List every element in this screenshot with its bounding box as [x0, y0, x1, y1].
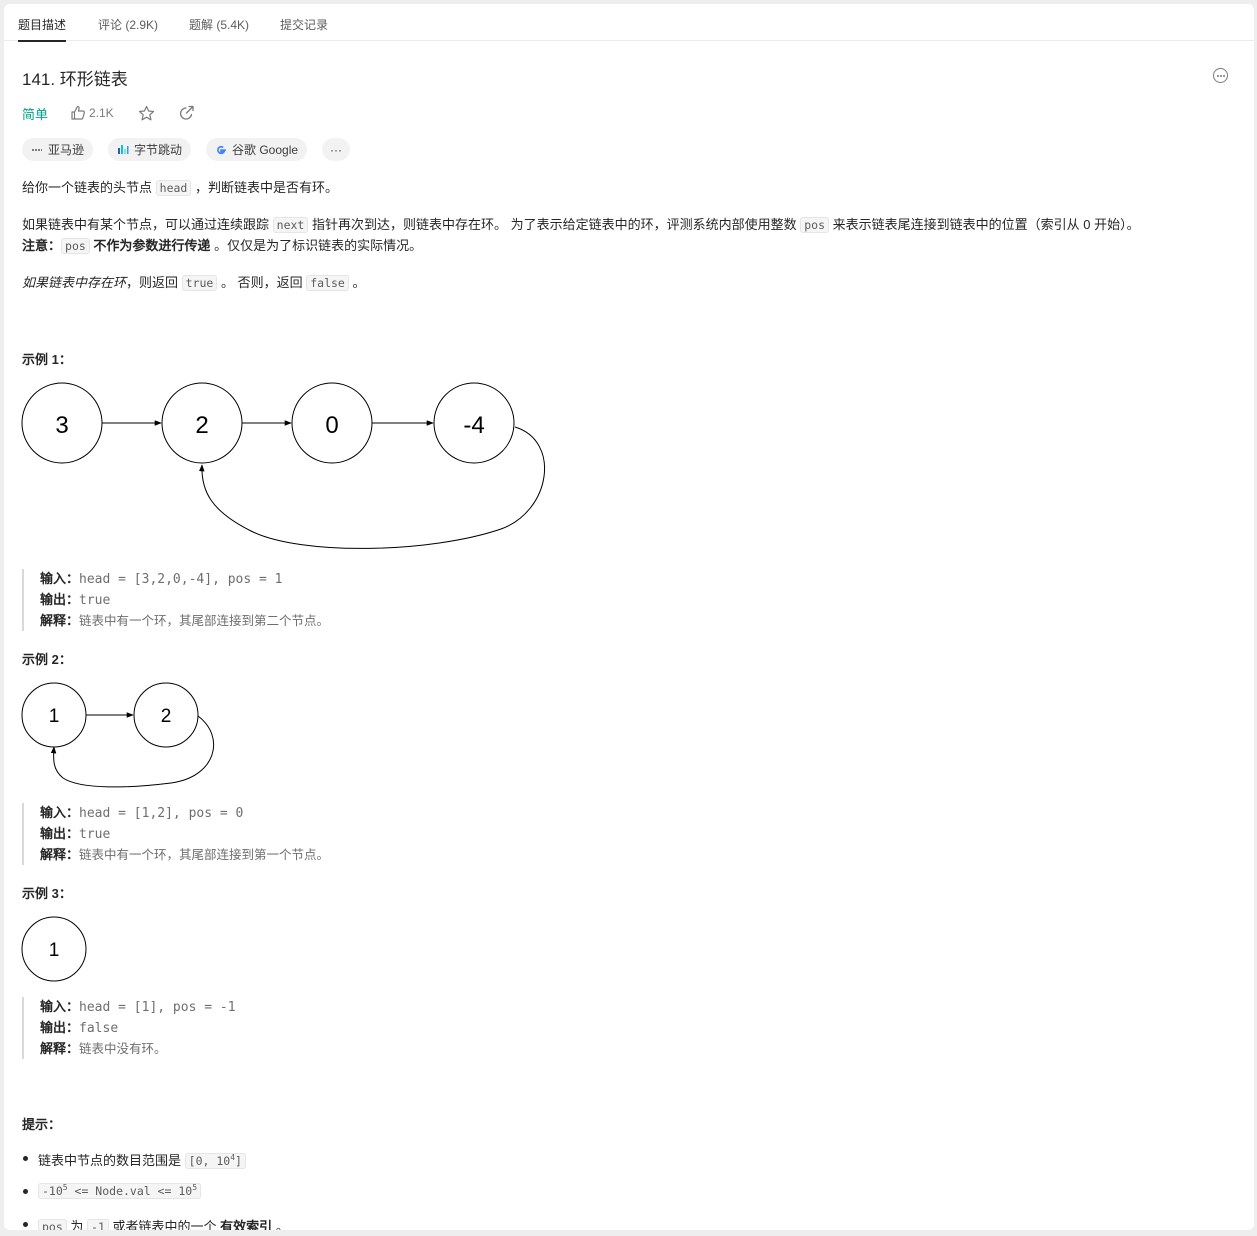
- tag-label: 字节跳动: [134, 143, 183, 157]
- example-2-io: 输入：head = [1,2], pos = 0 输出：true 解释：链表中有…: [22, 803, 329, 865]
- node-value: 2: [195, 412, 208, 439]
- node-value: -4: [463, 412, 484, 439]
- tab-comments[interactable]: 评论 (2.9K): [98, 18, 159, 32]
- hints-heading: 提示：: [22, 1117, 62, 1132]
- problem-panel: 题目描述 评论 (2.9K) 题解 (5.4K) 提交记录 141. 环形链表 …: [4, 4, 1254, 1230]
- like-button[interactable]: 2.1K: [70, 104, 114, 122]
- star-icon: [138, 105, 155, 120]
- ellipsis-icon: ···: [330, 142, 342, 157]
- tab-submissions[interactable]: 提交记录: [280, 18, 329, 32]
- example-1-heading: 示例 1：: [22, 352, 72, 367]
- description-paragraph-2: 如果链表中有某个节点，可以通过连续跟踪 next 指针再次到达，则链表中存在环。…: [22, 217, 1140, 233]
- tab-solutions[interactable]: 题解 (5.4K): [189, 18, 250, 32]
- example-1-io: 输入：head = [3,2,0,-4], pos = 1 输出：true 解释…: [22, 569, 329, 631]
- node-value: 0: [325, 412, 338, 439]
- hint-item: -105 <= Node.val <= 105: [22, 1183, 202, 1199]
- more-tags-button[interactable]: ···: [322, 138, 350, 161]
- node-value: 2: [161, 706, 172, 727]
- tag-label: 谷歌 Google: [232, 143, 299, 157]
- tag-label: 亚马逊: [48, 143, 85, 157]
- share-button[interactable]: [178, 104, 195, 122]
- description-paragraph-3: 如果链表中存在环，则返回 true 。 否则，返回 false 。: [22, 275, 366, 291]
- difficulty-badge: 简单: [22, 106, 49, 122]
- hint-item: 链表中节点的数目范围是 [0, 104]: [22, 1150, 246, 1169]
- example-3-heading: 示例 3：: [22, 886, 72, 901]
- example-2-diagram: 1 2: [21, 682, 214, 788]
- thumbs-up-icon: [71, 105, 85, 120]
- google-icon: [217, 145, 226, 154]
- tag-amazon[interactable]: 亚马逊: [22, 138, 94, 161]
- node-value: 1: [49, 706, 60, 727]
- tab-bar: 题目描述 评论 (2.9K) 题解 (5.4K) 提交记录: [4, 4, 1254, 42]
- node-value: 1: [49, 940, 60, 961]
- more-options-icon[interactable]: [1213, 68, 1228, 83]
- example-3-diagram: 1: [21, 916, 87, 982]
- problem-title: 141. 环形链表: [22, 70, 128, 89]
- amazon-icon: [32, 148, 42, 151]
- hint-item: pos 为 -1 或者链表中的一个 有效索引 。: [22, 1216, 289, 1230]
- share-icon: [180, 105, 194, 120]
- like-count: 2.1K: [89, 106, 114, 120]
- tag-google[interactable]: 谷歌 Google: [206, 138, 308, 161]
- example-1-diagram: 3 2 0 -4: [21, 382, 546, 549]
- bytedance-icon: [118, 145, 129, 154]
- tag-bytedance[interactable]: 字节跳动: [108, 138, 192, 161]
- favorite-button[interactable]: [138, 104, 155, 122]
- description-note: 注意：pos 不作为参数进行传递 。仅仅是为了标识链表的实际情况。: [22, 238, 423, 254]
- node-value: 3: [55, 412, 68, 439]
- example-3-io: 输入：head = [1], pos = -1 输出：false 解释：链表中没…: [22, 997, 236, 1059]
- description-paragraph-1: 给你一个链表的头节点 head ，判断链表中是否有环。: [22, 180, 338, 196]
- tab-description[interactable]: 题目描述: [18, 18, 67, 42]
- example-2-heading: 示例 2：: [22, 652, 72, 667]
